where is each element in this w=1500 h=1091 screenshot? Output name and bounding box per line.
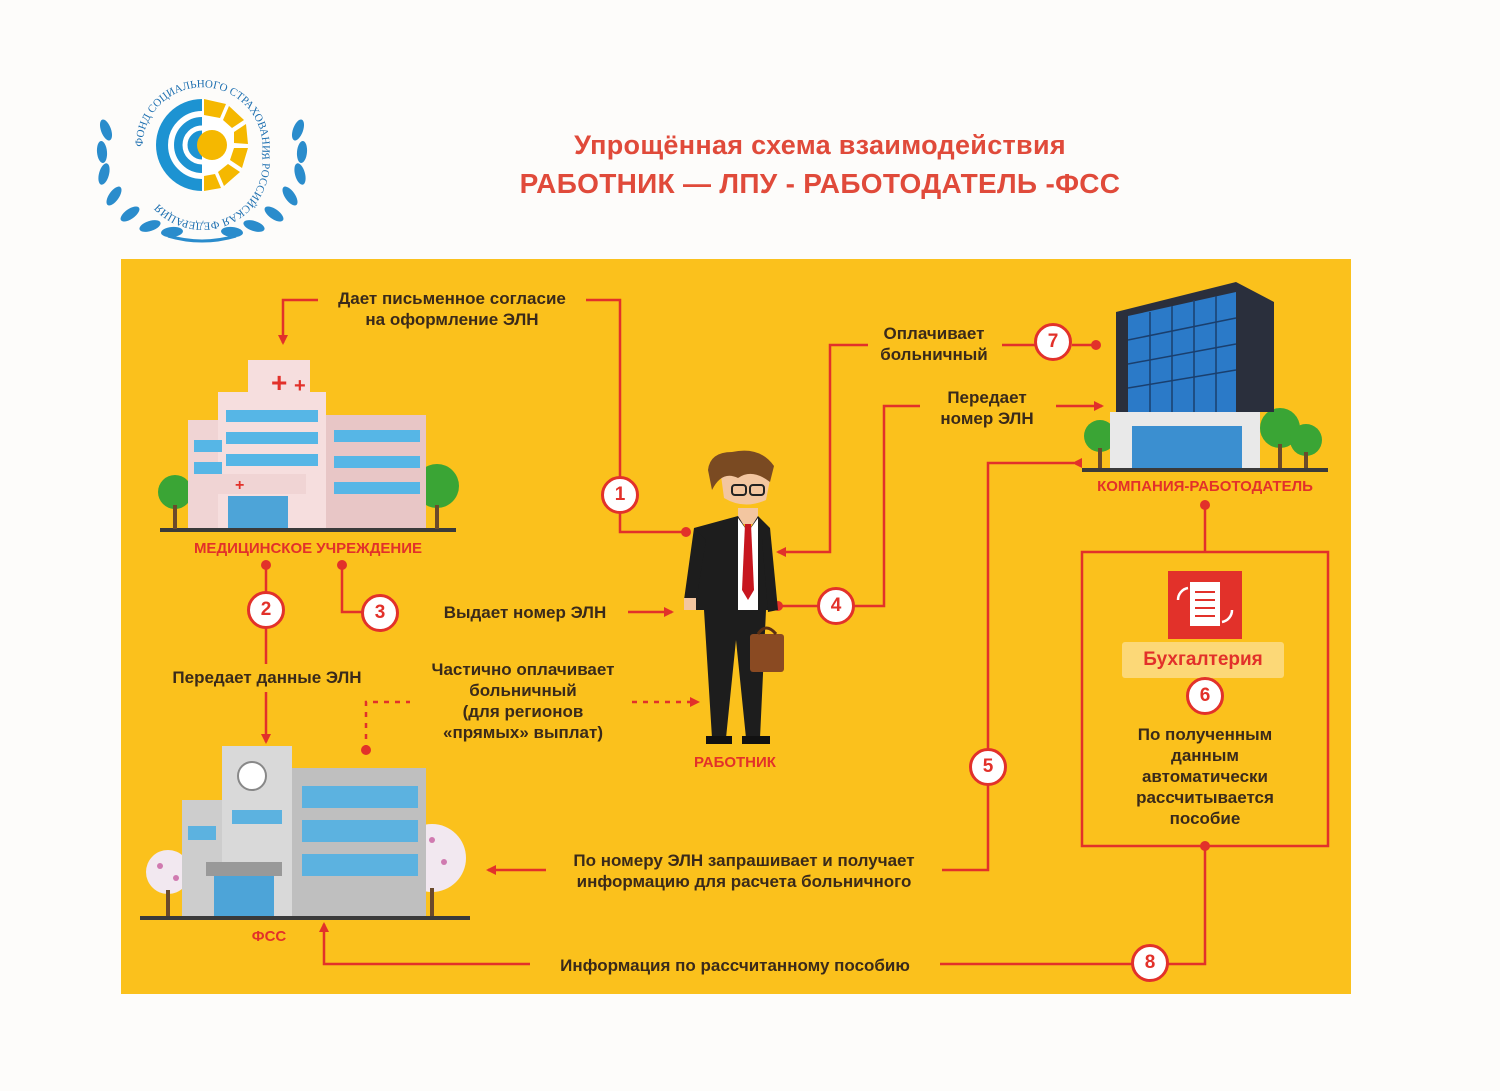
- step-8-badge: 8: [1131, 944, 1169, 982]
- connector-1: [586, 298, 686, 534]
- step-2-text: Передает данные ЭЛН: [172, 668, 362, 687]
- fss-logo: ФОНД СОЦИАЛЬНОГО СТРАХОВАНИЯ РОССИЙСКАЯ …: [96, 78, 308, 243]
- connector-1-arrow: [278, 298, 318, 345]
- fss-building-illustration: [140, 746, 470, 920]
- step-6-badge: 6: [1186, 677, 1224, 715]
- label-accounting: Бухгалтерия: [1122, 642, 1284, 678]
- svg-text:+: +: [235, 477, 244, 494]
- connector-direct-payment: [364, 700, 410, 750]
- svg-text:+: +: [271, 367, 287, 398]
- label-employer: КОМПАНИЯ-РАБОТОДАТЕЛЬ: [1097, 478, 1313, 495]
- step-1-badge: 1: [601, 476, 639, 514]
- title-line-1: Упрощённая схема взаимодействия: [574, 130, 1066, 160]
- step-8-text: Информация по рассчитанному пособию: [560, 956, 910, 975]
- connector-5: [986, 458, 1082, 750]
- svg-text:+: +: [294, 375, 306, 397]
- step-7-badge: 7: [1034, 323, 1072, 361]
- connectors: [261, 298, 1330, 966]
- hospital-illustration: + + +: [158, 360, 459, 532]
- connector-3: [340, 565, 364, 614]
- label-employee: РАБОТНИК: [694, 754, 776, 771]
- laurel-right-icon: [221, 119, 308, 238]
- step-3-text: Выдает номер ЭЛН: [443, 603, 607, 622]
- label-fss: ФСС: [251, 928, 287, 945]
- title-line-2: РАБОТНИК — ЛПУ - РАБОТОДАТЕЛЬ -ФСС: [519, 168, 1121, 199]
- step-4-badge: 4: [817, 587, 855, 625]
- step-5-badge: 5: [969, 748, 1007, 786]
- employee-illustration: [684, 450, 784, 744]
- connector-8: [319, 922, 530, 966]
- document-icon: [1168, 571, 1242, 639]
- label-medical-institution: МЕДИЦИНСКОЕ УЧРЕЖДЕНИЕ: [193, 540, 423, 557]
- office-building-illustration: [1082, 282, 1328, 472]
- step-2-badge: 2: [247, 591, 285, 629]
- connector-7: [776, 343, 868, 557]
- step-3-badge: 3: [361, 594, 399, 632]
- laurel-left-icon: [96, 119, 183, 238]
